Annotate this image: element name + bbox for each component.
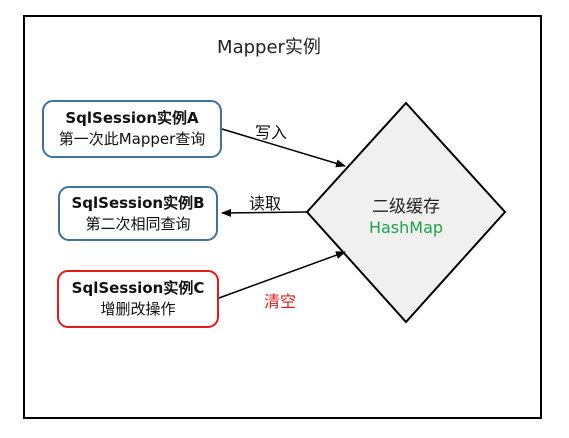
sqlsession-a-desc: 第一次此Mapper查询	[58, 130, 206, 148]
cache-title: 二级缓存	[372, 197, 440, 217]
sqlsession-c-name: SqlSession实例C	[71, 279, 205, 297]
sqlsession-b-desc: 第二次相同查询	[85, 214, 191, 233]
frame-title: Mapper实例	[217, 37, 321, 58]
write-arrow	[221, 128, 346, 168]
read-label: 读取	[249, 194, 282, 213]
write-label: 写入	[255, 123, 288, 142]
sqlsession-b-name: SqlSession实例B	[71, 193, 205, 212]
sqlsession-a-name: SqlSession实例A	[65, 109, 199, 127]
clear-arrow	[218, 251, 346, 299]
sqlsession-c-desc: 增删改操作	[100, 300, 176, 318]
cache-diamond	[305, 101, 507, 324]
read-arrow	[221, 208, 308, 217]
sqlsession-b-node: SqlSession实例B 第二次相同查询	[58, 186, 218, 241]
sqlsession-a-node: SqlSession实例A 第一次此Mapper查询	[42, 100, 222, 158]
cache-type: HashMap	[368, 218, 444, 237]
clear-label: 清空	[264, 292, 297, 311]
sqlsession-c-node: SqlSession实例C 增删改操作	[57, 270, 219, 328]
